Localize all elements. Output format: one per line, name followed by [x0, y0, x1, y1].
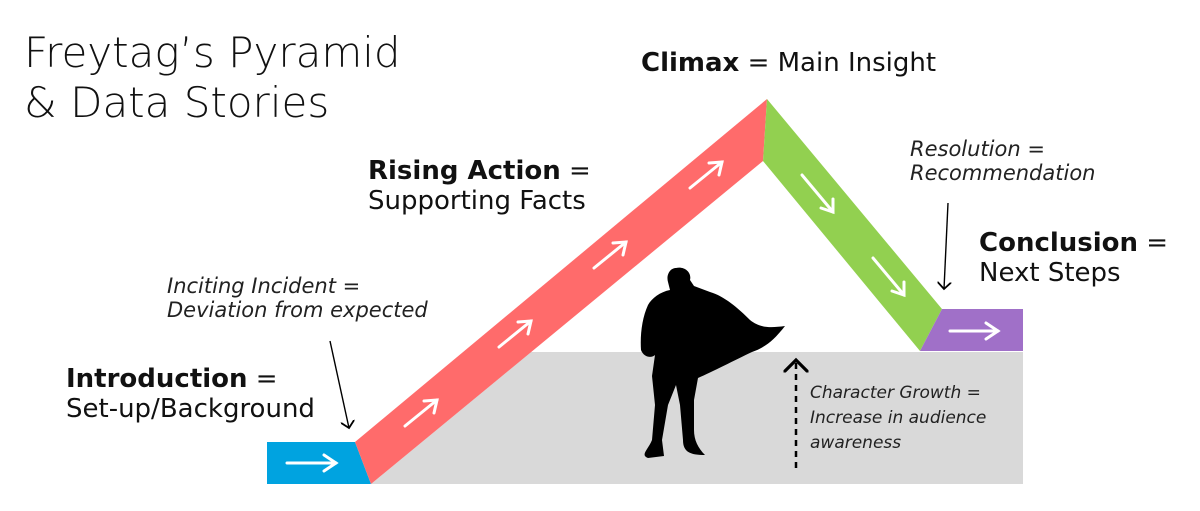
character-growth-area [371, 352, 1023, 484]
arrow-right-icon [948, 321, 1001, 341]
superhero-silhouette-icon [640, 267, 785, 458]
resolution-label: Resolution =Recommendation [910, 137, 1095, 185]
arrow-up-right-icon [688, 160, 724, 190]
title-line-1: Freytag’s Pyramid [24, 28, 401, 77]
inciting-desc: Deviation from expected [167, 298, 428, 323]
growth-desc-2: awareness [810, 433, 902, 453]
inciting-pointer-arrow [329, 340, 349, 428]
inciting-term: Inciting Incident = [167, 274, 361, 298]
resolution-desc: Recommendation [910, 161, 1096, 186]
resolution-pointer-arrow [944, 202, 948, 289]
flow-arrows [285, 160, 1001, 473]
arrow-up-right-icon [497, 319, 533, 349]
conclusion-desc: Next Steps [979, 257, 1121, 288]
equals: = [1138, 228, 1169, 258]
arrow-up-right-icon [403, 398, 439, 428]
introduction-label: Introduction =Set-up/Background [66, 364, 315, 425]
title-line-2: & Data Stories [24, 78, 330, 127]
arrow-down-right-icon [800, 173, 835, 215]
climax-term: Climax [641, 48, 740, 78]
arrow-right-icon [285, 453, 339, 473]
conclusion-term: Conclusion [979, 228, 1139, 258]
arrow-up-right-icon [592, 240, 628, 270]
rising-action-segment [355, 99, 767, 484]
rising-action-label: Rising Action =Supporting Facts [368, 156, 591, 217]
page-title: Freytag’s Pyramid& Data Stories [24, 28, 401, 128]
conclusion-label: Conclusion = Next Steps [979, 228, 1169, 289]
introduction-desc: Set-up/Background [66, 393, 315, 424]
growth-term: Character Growth = [810, 383, 981, 403]
rising-term: Rising Action [368, 156, 561, 186]
rising-desc: Supporting Facts [368, 185, 586, 216]
character-growth-label: Character Growth = Increase in audience aw… [810, 381, 986, 456]
climax-label: Climax = Main Insight [641, 48, 937, 79]
arrow-down-right-icon [871, 256, 906, 298]
growth-desc-1: Increase in audience [810, 408, 987, 428]
introduction-term: Introduction [66, 364, 248, 394]
inciting-incident-label: Inciting Incident =Deviation from expect… [167, 274, 428, 322]
climax-desc: = Main Insight [739, 48, 937, 78]
equals: = [560, 156, 591, 186]
equals: = [247, 364, 278, 394]
resolution-term: Resolution = [910, 137, 1045, 161]
